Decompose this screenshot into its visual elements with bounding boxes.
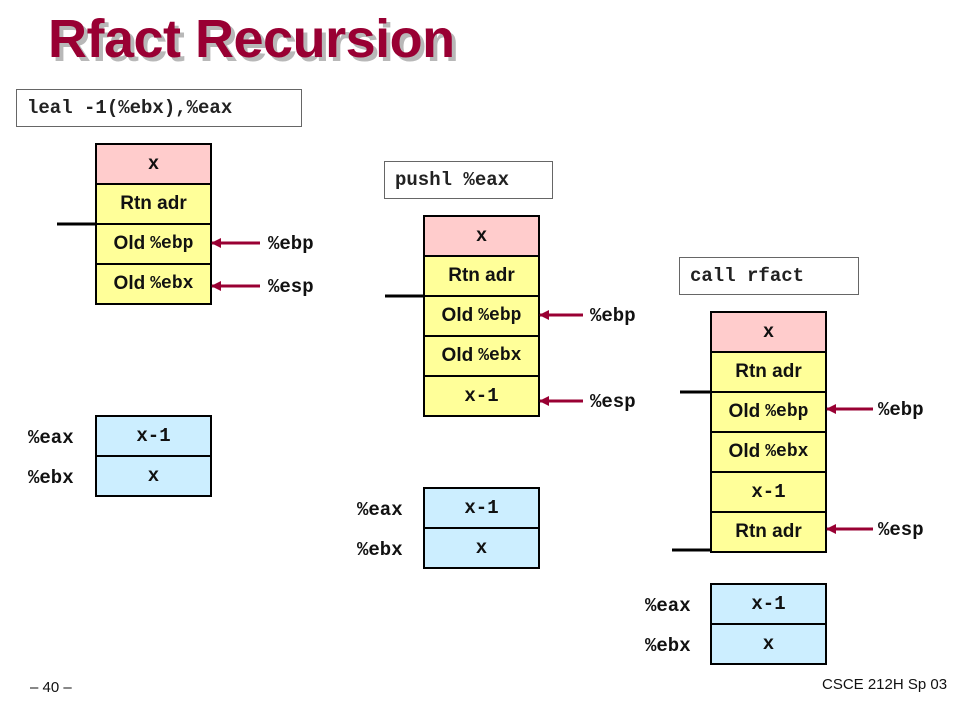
course-label: CSCE 212H Sp 03 bbox=[822, 676, 948, 693]
esp-pointer-label-3: %esp bbox=[878, 519, 924, 541]
eax-register-label-1: %eax bbox=[28, 427, 74, 449]
ebx-suffix: %ebx bbox=[765, 442, 809, 462]
ebx-value: x bbox=[425, 527, 538, 567]
ebp-pointer-label-1: %ebp bbox=[268, 233, 314, 255]
ebp-suffix: %ebp bbox=[478, 306, 522, 326]
stack-cell-x: x bbox=[425, 217, 538, 255]
ebp-suffix: %ebp bbox=[765, 402, 809, 422]
ebx-value: x bbox=[712, 623, 825, 663]
registers-3: x-1 x bbox=[710, 583, 827, 665]
instruction-box-2: pushl %eax bbox=[384, 161, 553, 199]
old-label: Old bbox=[728, 401, 761, 422]
stack-cell-rtn-adr: Rtn adr bbox=[97, 183, 210, 223]
old-label: Old bbox=[113, 273, 146, 294]
stack-cell-x-minus-1: x-1 bbox=[712, 471, 825, 511]
ebx-suffix: %ebx bbox=[150, 274, 194, 294]
stack-cell-x: x bbox=[97, 145, 210, 183]
page-number: – 40 – bbox=[30, 679, 72, 696]
old-label: Old bbox=[113, 233, 146, 254]
eax-value: x-1 bbox=[712, 585, 825, 623]
stack-cell-rtn-adr-new: Rtn adr bbox=[712, 511, 825, 551]
eax-register-label-3: %eax bbox=[645, 595, 691, 617]
ebp-pointer-label-3: %ebp bbox=[878, 399, 924, 421]
eax-register-label-2: %eax bbox=[357, 499, 403, 521]
instruction-box-1: leal -1(%ebx),%eax bbox=[16, 89, 302, 127]
stack-cell-old-ebx: Old%ebx bbox=[712, 431, 825, 471]
stack-cell-old-ebp: Old%ebp bbox=[425, 295, 538, 335]
stack-cell-rtn-adr: Rtn adr bbox=[712, 351, 825, 391]
old-label: Old bbox=[441, 305, 474, 326]
slide-title: Rfact Recursion bbox=[48, 9, 455, 69]
stack-cell-old-ebx: Old%ebx bbox=[425, 335, 538, 375]
ebp-suffix: %ebp bbox=[150, 234, 194, 254]
registers-1: x-1 x bbox=[95, 415, 212, 497]
eax-value: x-1 bbox=[425, 489, 538, 527]
ebx-value: x bbox=[97, 455, 210, 495]
stack-cell-old-ebp: Old%ebp bbox=[712, 391, 825, 431]
stack-cell-old-ebp: Old%ebp bbox=[97, 223, 210, 263]
esp-pointer-label-2: %esp bbox=[590, 391, 636, 413]
old-label: Old bbox=[441, 345, 474, 366]
instruction-box-3: call rfact bbox=[679, 257, 859, 295]
esp-pointer-label-1: %esp bbox=[268, 276, 314, 298]
stack-cell-x-minus-1: x-1 bbox=[425, 375, 538, 415]
stack-2: x Rtn adr Old%ebp Old%ebx x-1 bbox=[423, 215, 540, 417]
registers-2: x-1 x bbox=[423, 487, 540, 569]
eax-value: x-1 bbox=[97, 417, 210, 455]
ebx-register-label-1: %ebx bbox=[28, 467, 74, 489]
ebp-pointer-label-2: %ebp bbox=[590, 305, 636, 327]
ebx-suffix: %ebx bbox=[478, 346, 522, 366]
ebx-register-label-2: %ebx bbox=[357, 539, 403, 561]
stack-3: x Rtn adr Old%ebp Old%ebx x-1 Rtn adr bbox=[710, 311, 827, 553]
stack-cell-old-ebx: Old%ebx bbox=[97, 263, 210, 303]
old-label: Old bbox=[728, 441, 761, 462]
stack-cell-x: x bbox=[712, 313, 825, 351]
stack-cell-rtn-adr: Rtn adr bbox=[425, 255, 538, 295]
ebx-register-label-3: %ebx bbox=[645, 635, 691, 657]
